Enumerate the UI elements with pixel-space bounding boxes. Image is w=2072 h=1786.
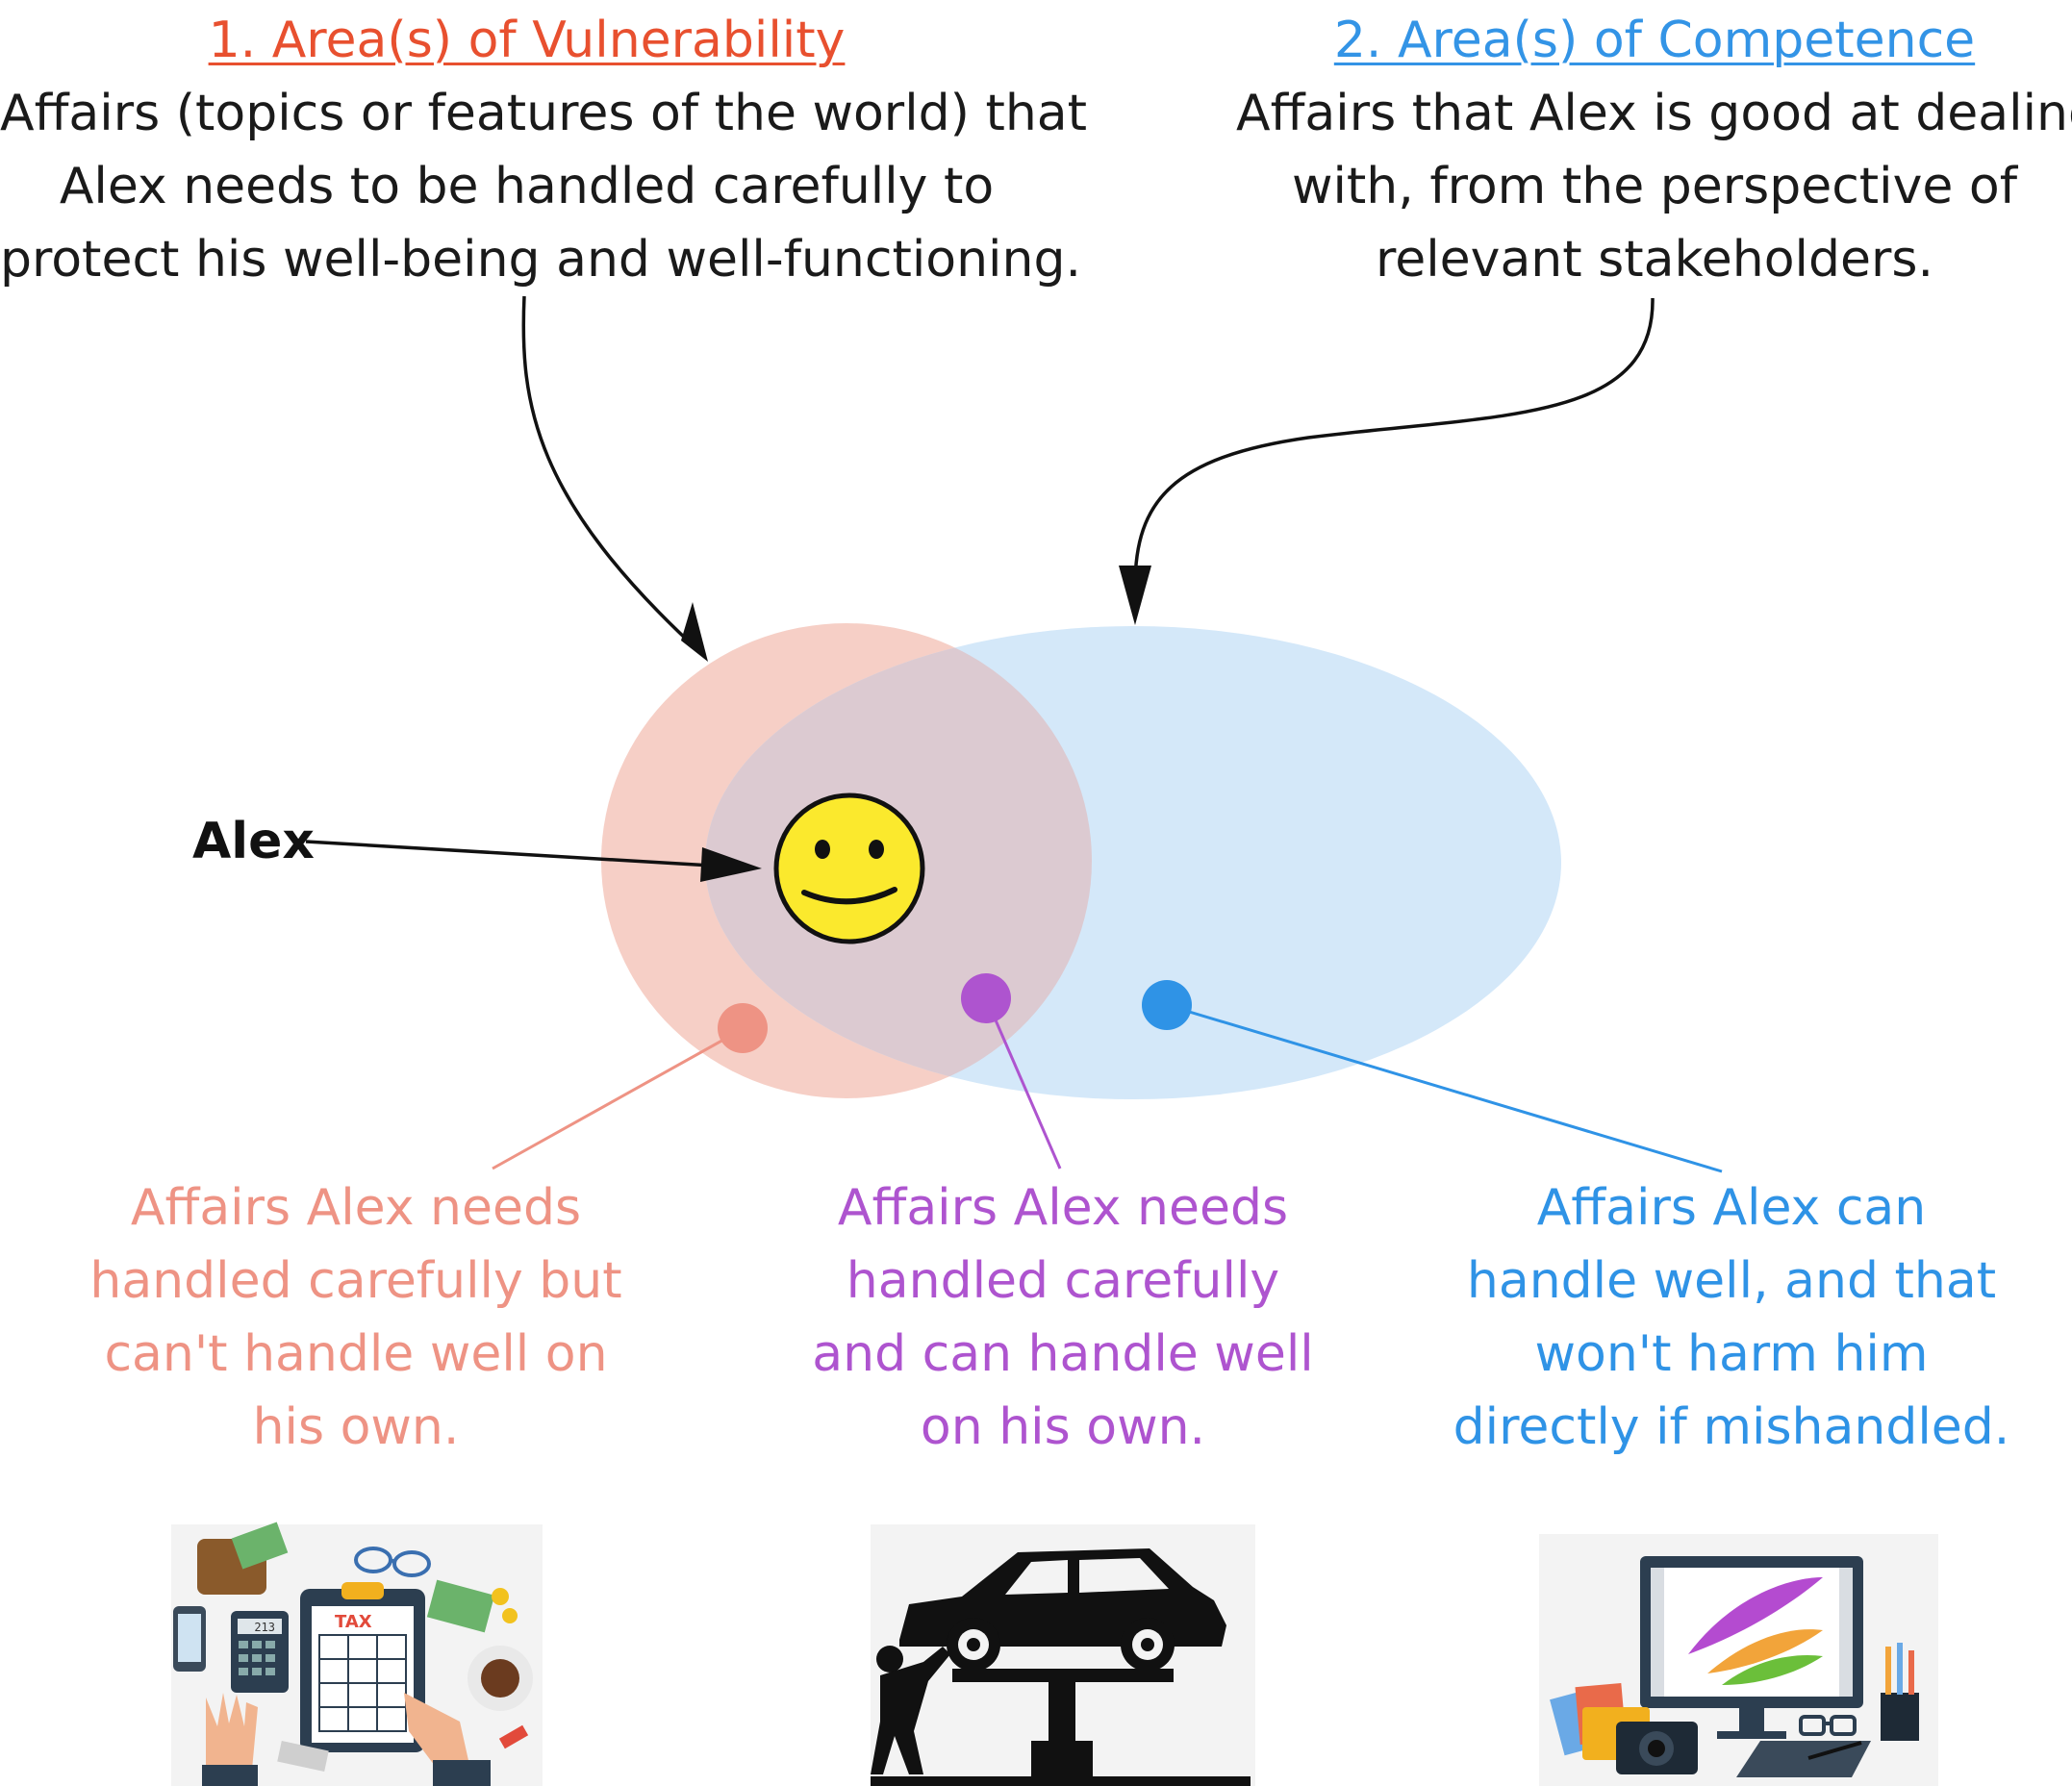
caption-right-line-1: Affairs Alex can	[1536, 1179, 1927, 1237]
vulnerability-header: 1. Area(s) of Vulnerability Affairs (top…	[0, 4, 1088, 296]
leader-line-purple	[985, 999, 1062, 1170]
leader-line-blue	[1166, 1003, 1723, 1173]
vulnerability-arrow	[521, 295, 704, 656]
car-repair-lift-icon	[871, 1524, 1255, 1786]
graphic-design-workstation-icon	[1539, 1534, 1938, 1786]
vulnerability-description-line-2: Alex needs to be handled carefully to	[59, 158, 995, 215]
caption-middle-line-4: on his own.	[920, 1398, 1206, 1456]
tax-paperwork-icon: 213 TAX	[171, 1522, 543, 1786]
competence-heading: 2. Area(s) of Competence	[1333, 12, 1976, 69]
dot-blue	[1142, 980, 1192, 1030]
caption-right-line-4: directly if mishandled.	[1453, 1398, 2010, 1456]
caption-left-line-3: can't handle well on	[104, 1325, 608, 1383]
competence-description-line-3: relevant stakeholders.	[1376, 231, 1933, 289]
caption-left-line-4: his own.	[252, 1398, 460, 1456]
alex-arrow	[305, 840, 713, 868]
overlap-area	[705, 626, 1092, 1098]
competence-arrow	[1133, 297, 1655, 588]
caption-vulnerable-only: Affairs Alex needs handled carefully but…	[58, 1171, 654, 1464]
leader-line-salmon	[492, 1027, 744, 1170]
alex-label: Alex	[192, 813, 315, 870]
vulnerability-heading: 1. Area(s) of Vulnerability	[208, 12, 846, 69]
caption-middle-line-1: Affairs Alex needs	[837, 1179, 1289, 1237]
caption-left-line-2: handled carefully but	[89, 1252, 622, 1310]
vulnerability-description-line-1: Affairs (topics or features of the world…	[0, 85, 1088, 142]
competence-description-line-1: Affairs that Alex is good at dealing	[1236, 85, 2072, 142]
caption-right-line-2: handle well, and that	[1466, 1252, 1997, 1310]
caption-middle-line-2: handled carefully	[846, 1252, 1280, 1310]
competence-description-line-2: with, from the perspective of	[1291, 158, 2018, 215]
caption-right-line-3: won't harm him	[1534, 1325, 1929, 1383]
caption-middle-line-3: and can handle well	[812, 1325, 1314, 1383]
caption-left-line-1: Affairs Alex needs	[130, 1179, 582, 1237]
caption-competence-only: Affairs Alex can handle well, and that w…	[1424, 1171, 2039, 1464]
svg-text:TAX: TAX	[335, 1612, 372, 1632]
dot-purple	[961, 973, 1011, 1023]
dot-salmon	[718, 1003, 768, 1053]
vulnerability-description-line-3: protect his well-being and well-function…	[0, 231, 1081, 289]
competence-header: 2. Area(s) of Competence Affairs that Al…	[1236, 4, 2072, 296]
caption-overlap: Affairs Alex needs handled carefully and…	[760, 1171, 1366, 1464]
smiley-face-icon	[773, 792, 925, 944]
svg-text:213: 213	[254, 1621, 275, 1634]
